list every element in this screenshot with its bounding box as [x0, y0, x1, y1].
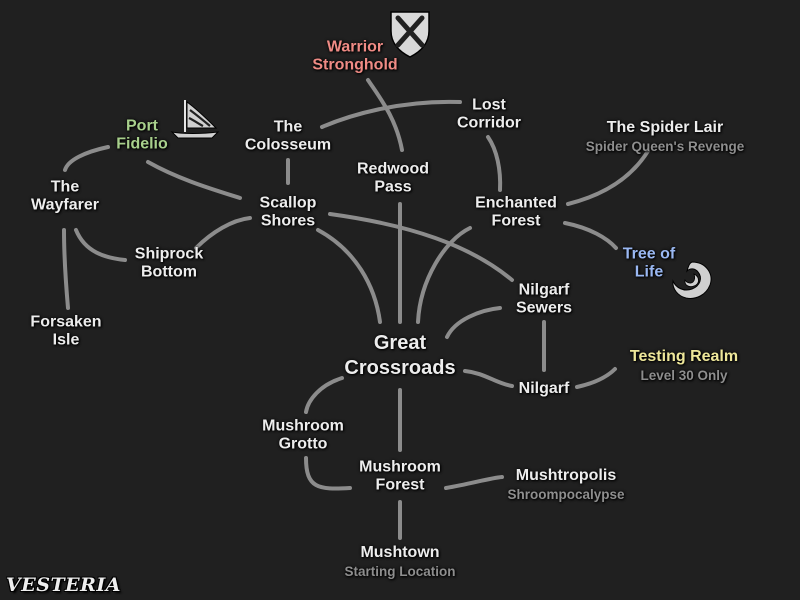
path-colosseum-lostcorridor [320, 99, 462, 129]
location-name: Shiprock Bottom [134, 245, 204, 281]
location-mushroom-forest[interactable]: Mushroom Forest [359, 459, 441, 496]
path-nilgarfsewers-crossroads [445, 306, 502, 339]
path-mushroomforest-mushtropolis [444, 475, 504, 490]
path-nilgarf-testingrealm [575, 367, 617, 389]
location-nilgarf-sewers[interactable]: Nilgarf Sewers [516, 282, 572, 319]
path-warrior-redwood [366, 78, 404, 152]
path-scallop-crossroads [316, 228, 382, 324]
vesteria-logo: VESTERIA [6, 574, 121, 596]
path-enchanted-tree [563, 221, 618, 250]
location-name: Enchanted Forest [475, 194, 557, 230]
path-portfidelio-scallop [146, 160, 242, 200]
location-the-wayfarer[interactable]: The Wayfarer [31, 179, 99, 216]
location-name: Forsaken Isle [30, 313, 102, 349]
path-scallop-nilgarfsewers [328, 212, 514, 282]
location-name: The Colosseum [244, 118, 332, 154]
location-name: Testing Realm [629, 348, 739, 366]
location-name: The Spider Lair [606, 119, 724, 137]
path-enchanted-crossroads [416, 226, 472, 324]
location-lost-corridor[interactable]: Lost Corridor [457, 97, 521, 134]
spiral-swirl-icon [672, 261, 712, 299]
location-subtitle: Starting Location [344, 564, 456, 580]
location-tree-of-life[interactable]: Tree of Life [623, 246, 675, 283]
location-name: Mushtropolis [515, 467, 617, 485]
location-name: Mushroom Grotto [262, 417, 344, 453]
path-grotto-mushroomforest [304, 456, 352, 491]
location-name: Scallop Shores [259, 194, 317, 230]
location-mushroom-grotto[interactable]: Mushroom Grotto [262, 418, 344, 455]
location-warrior-stronghold[interactable]: Warrior Stronghold [312, 39, 397, 76]
location-name: Nilgarf [518, 379, 570, 397]
path-shiprock-scallop [194, 216, 252, 250]
location-name: Mushroom Forest [359, 458, 441, 494]
path-wayfarer-shiprock [74, 228, 127, 262]
path-spiderlair-enchanted [566, 149, 650, 206]
location-name: Port Fidelio [116, 117, 168, 153]
location-mushtown[interactable]: Mushtown Starting Location [345, 544, 456, 580]
location-name: Tree of Life [622, 245, 676, 281]
location-enchanted-forest[interactable]: Enchanted Forest [475, 195, 557, 232]
path-crossroads-nilgarf [463, 369, 514, 388]
location-testing-realm[interactable]: Testing Realm Level 30 Only [630, 348, 738, 384]
location-subtitle: Level 30 Only [640, 368, 728, 384]
crossed-swords-shield-icon [390, 11, 430, 58]
location-nilgarf[interactable]: Nilgarf [519, 380, 570, 398]
location-name: Lost Corridor [457, 96, 521, 132]
location-name: Warrior Stronghold [312, 38, 398, 74]
location-the-colosseum[interactable]: The Colosseum [245, 119, 331, 156]
path-wayfarer-forsaken [62, 228, 70, 310]
location-name: Redwood Pass [357, 160, 429, 196]
location-name: Nilgarf Sewers [515, 281, 573, 317]
location-subtitle: Shroompocalypse [507, 487, 625, 503]
location-subtitle: Spider Queen's Revenge [585, 139, 745, 155]
location-the-spider-lair[interactable]: The Spider Lair Spider Queen's Revenge [586, 119, 745, 155]
path-portfidelio-wayfarer [63, 145, 110, 172]
location-forsaken-isle[interactable]: Forsaken Isle [30, 314, 101, 351]
location-scallop-shores[interactable]: Scallop Shores [260, 195, 317, 232]
location-redwood-pass[interactable]: Redwood Pass [357, 161, 429, 198]
location-name: Mushtown [360, 544, 440, 562]
path-lostcorridor-enchanted [486, 135, 503, 192]
location-mushtropolis[interactable]: Mushtropolis Shroompocalypse [507, 467, 624, 503]
path-crossroads-grotto [304, 376, 344, 414]
location-port-fidelio[interactable]: Port Fidelio [116, 118, 168, 155]
location-great-crossroads[interactable]: Great Crossroads [344, 331, 455, 381]
location-shiprock-bottom[interactable]: Shiprock Bottom [135, 246, 203, 283]
ship-sail-icon [170, 100, 220, 139]
location-name: The Wayfarer [31, 178, 99, 214]
location-name: Great Crossroads [344, 332, 456, 379]
